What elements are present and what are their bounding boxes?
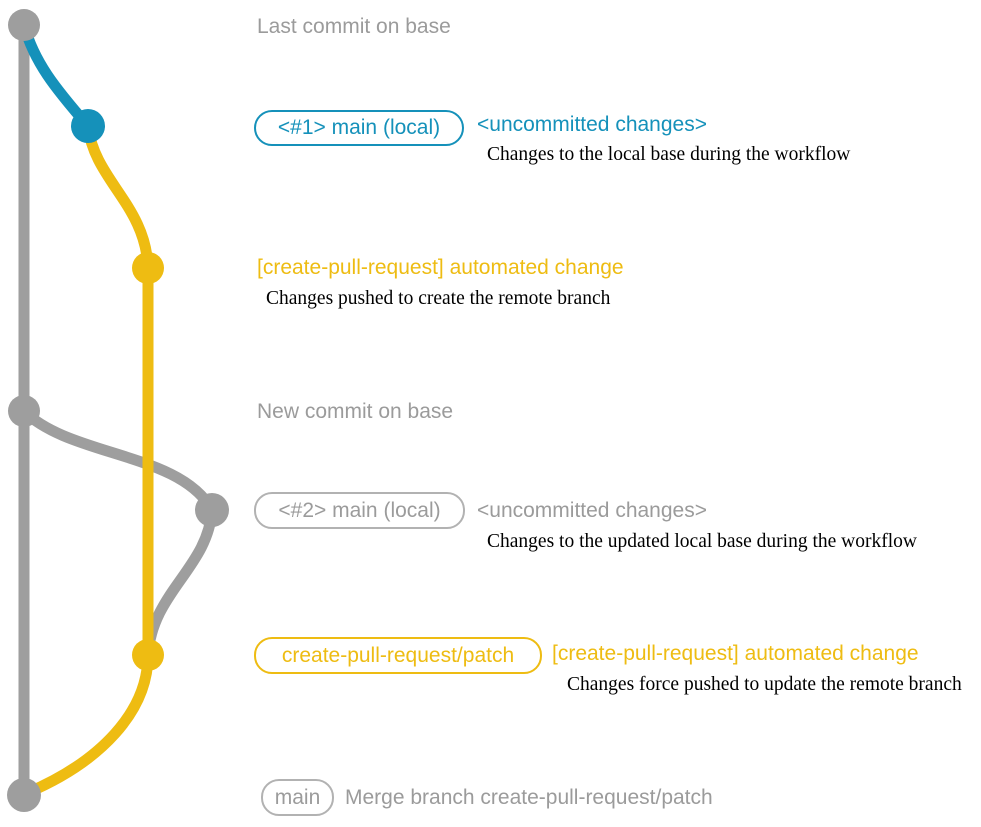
commit-new-on-base	[8, 395, 40, 427]
caption-force-pushed-remote-branch: Changes force pushed to update the remot…	[567, 674, 962, 695]
caption-local-base-changes: Changes to the local base during the wor…	[487, 144, 851, 165]
edge-base-to-main2	[18, 405, 218, 516]
label-merge-commit-message: Merge branch create-pull-request/patch	[345, 786, 713, 809]
edge-base-to-main1	[18, 19, 94, 132]
commit-merge	[7, 778, 41, 812]
commit-last-on-base	[8, 9, 40, 41]
commit-title-automated-change-2: [create-pull-request] automated change	[552, 642, 919, 665]
commit-automated-2	[132, 639, 164, 671]
label-last-commit-on-base: Last commit on base	[257, 15, 451, 38]
commit-title-automated-change-1: [create-pull-request] automated change	[257, 256, 624, 279]
caption-pushed-create-remote-branch: Changes pushed to create the remote bran…	[266, 288, 611, 309]
uncommitted-changes-title-1: <uncommitted changes>	[477, 113, 707, 136]
caption-updated-local-base-changes: Changes to the updated local base during…	[487, 531, 917, 552]
commit-main-local-2	[195, 493, 229, 527]
label-new-commit-on-base: New commit on base	[257, 400, 454, 423]
edge-main2-to-patch2	[142, 504, 218, 661]
git-graph	[7, 9, 229, 812]
branch-badge-main-local-1: <#1> main (local)	[254, 110, 464, 146]
edge-patch2-to-merge	[21, 649, 154, 799]
commit-main-local-1	[71, 109, 105, 143]
branch-badge-main-local-2: <#2> main (local)	[254, 492, 465, 529]
branch-badge-main-local-1-label: <#1> main (local)	[277, 116, 441, 139]
branch-badge-main-final-label: main	[274, 785, 321, 809]
branch-badge-create-pull-request-patch-label: create-pull-request/patch	[281, 643, 515, 667]
branch-badge-create-pull-request-patch: create-pull-request/patch	[254, 637, 542, 674]
commit-automated-1	[132, 252, 164, 284]
edge-main1-to-patch1	[82, 120, 154, 274]
branch-badge-main-local-2-label: <#2> main (local)	[278, 498, 441, 522]
branch-badge-main-final: main	[261, 779, 334, 816]
uncommitted-changes-title-2: <uncommitted changes>	[477, 499, 707, 522]
